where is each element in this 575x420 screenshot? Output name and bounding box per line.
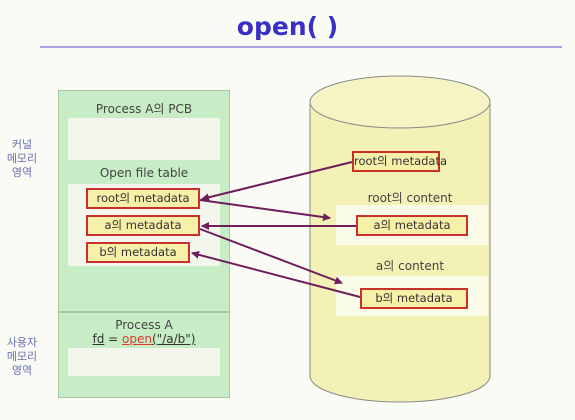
disk-body xyxy=(309,102,491,403)
arrow-oft-root-to-root-content xyxy=(199,199,331,222)
open-file-table-title: Open file table xyxy=(99,166,189,180)
a-content-label: a의 content xyxy=(375,259,445,273)
root-content-label: root의 content xyxy=(367,191,453,205)
process-a-title: Process A xyxy=(115,318,173,332)
arrow-root-to-oft xyxy=(201,161,353,202)
open-args: ("/a/b") xyxy=(152,332,196,346)
oft-b-metadata: b의 metadata xyxy=(86,242,190,263)
user-code-pane xyxy=(68,348,220,376)
open-call-code: fd = open("/a/b") xyxy=(58,332,230,346)
disk-root-metadata: root의 metadata xyxy=(352,151,447,172)
oft-root-metadata: root의 metadata xyxy=(86,188,200,209)
oft-a-metadata: a의 metadata xyxy=(86,215,200,236)
arrow-oft-a-to-a-content xyxy=(199,228,343,285)
arrow-b-meta-to-oft xyxy=(191,250,361,298)
pcb-title: Process A의 PCB xyxy=(95,102,193,116)
disk-a-metadata: a의 metadata xyxy=(356,215,468,236)
disk-b-metadata: b의 metadata xyxy=(360,288,468,309)
fd-var: fd xyxy=(92,332,105,346)
open-function: open xyxy=(122,332,152,346)
page-title: open( ) xyxy=(236,12,339,41)
code-eq: = xyxy=(104,332,123,346)
pcb-pane xyxy=(68,118,220,160)
disk-top xyxy=(309,75,491,129)
title-divider xyxy=(40,46,562,48)
disk-cylinder xyxy=(309,75,491,403)
